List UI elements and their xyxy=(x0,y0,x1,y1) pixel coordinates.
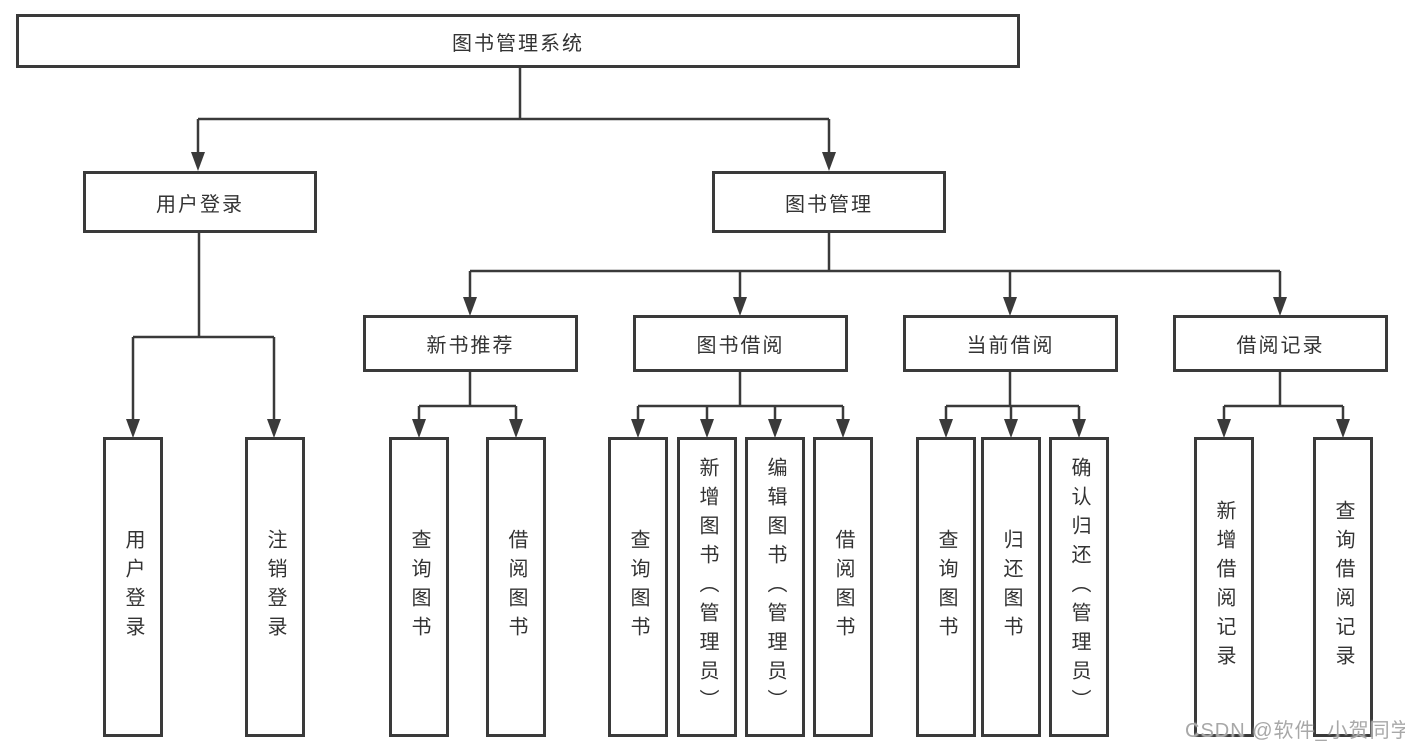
arrowhead-icons xyxy=(126,152,1350,438)
leaf-recommend-borrow-book: 借阅图书 xyxy=(486,437,546,737)
tree-connector-paths xyxy=(131,67,1345,421)
node-borrow-records: 借阅记录 xyxy=(1173,315,1388,372)
leaf-add-borrow-record: 新增借阅记录 xyxy=(1194,437,1254,737)
leaf-recommend-query-book: 查询图书 xyxy=(389,437,449,737)
node-library-management-system: 图书管理系统 xyxy=(16,14,1020,68)
node-user-login: 用户登录 xyxy=(83,171,317,233)
node-new-book-recommend: 新书推荐 xyxy=(363,315,578,372)
csdn-watermark: CSDN @软件_小贺同学 xyxy=(1185,720,1405,742)
node-book-borrow: 图书借阅 xyxy=(633,315,848,372)
leaf-query-borrow-record: 查询借阅记录 xyxy=(1313,437,1373,737)
leaf-edit-book-admin: 编辑图书（管理员） xyxy=(745,437,805,737)
leaf-return-book: 归还图书 xyxy=(981,437,1041,737)
leaf-add-book-admin: 新增图书（管理员） xyxy=(677,437,737,737)
leaf-confirm-return-admin: 确认归还（管理员） xyxy=(1049,437,1109,737)
node-current-borrow: 当前借阅 xyxy=(903,315,1118,372)
node-book-management: 图书管理 xyxy=(712,171,946,233)
leaf-user-login: 用户登录 xyxy=(103,437,163,737)
leaf-borrow-book: 借阅图书 xyxy=(813,437,873,737)
leaf-logout: 注销登录 xyxy=(245,437,305,737)
leaf-borrow-query-book: 查询图书 xyxy=(608,437,668,737)
leaf-current-query-book: 查询图书 xyxy=(916,437,976,737)
